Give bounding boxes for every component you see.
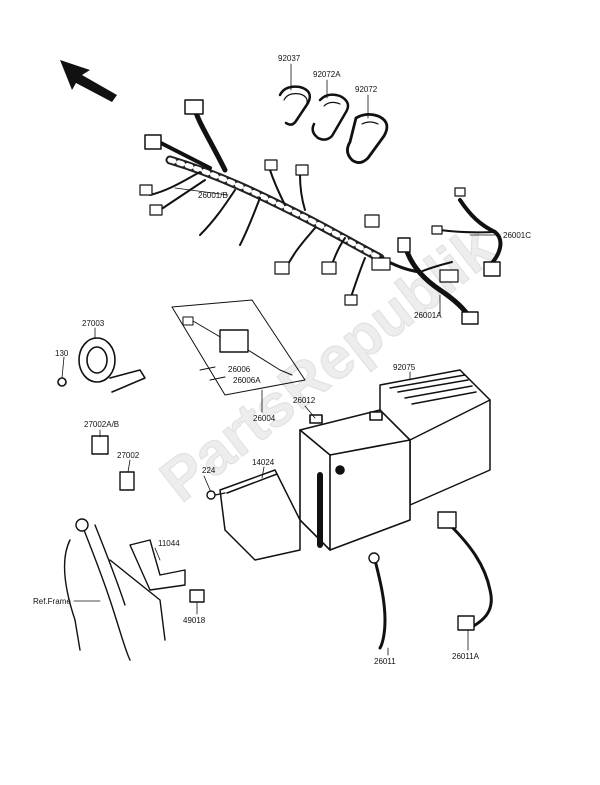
label-26006: 26006	[228, 365, 251, 374]
label-224: 224	[202, 466, 216, 475]
label-26001B: 26001/B	[198, 191, 228, 200]
label-26001C: 26001C	[503, 231, 531, 240]
label-49018: 49018	[183, 616, 206, 625]
label-26004: 26004	[253, 414, 276, 423]
label-26011: 26011	[374, 657, 396, 666]
label-14024: 14024	[252, 458, 275, 467]
label-11044: 11044	[158, 539, 180, 548]
sub-harness-26001A	[397, 237, 479, 325]
label-92072A: 92072A	[313, 70, 341, 79]
clamp-92072	[346, 113, 389, 164]
label-27002: 27002	[117, 451, 140, 460]
relay-27002AB	[91, 435, 109, 455]
frame-reference	[63, 518, 166, 661]
label-27002AB: 27002A/B	[84, 420, 119, 429]
front-direction-arrow	[60, 60, 117, 102]
leader-lines	[61, 63, 501, 656]
label-26012: 26012	[293, 396, 316, 405]
label-ref-frame: Ref.Frame	[33, 597, 71, 606]
label-26001A: 26001A	[414, 311, 442, 320]
label-92072: 92072	[355, 85, 378, 94]
label-26011A: 26011A	[452, 652, 480, 661]
sub-harness-26001C	[431, 187, 503, 277]
bracket-11044	[129, 539, 186, 591]
label-92075: 92075	[393, 363, 416, 372]
battery-26012	[299, 409, 411, 551]
label-26006A: 26006A	[233, 376, 261, 385]
cover-14024	[219, 469, 301, 561]
label-27003: 27003	[82, 319, 105, 328]
clamp-92072A	[311, 93, 350, 141]
label-130: 130	[55, 349, 69, 358]
screw-224	[206, 490, 226, 500]
clamp-92037	[278, 85, 311, 126]
relay-27002	[119, 471, 135, 491]
relay-assembly-26004	[171, 299, 306, 396]
clip-49018	[189, 589, 205, 603]
cable-26011A	[437, 511, 493, 631]
horn-27003	[57, 337, 146, 393]
label-92037: 92037	[278, 54, 301, 63]
cable-26011	[368, 552, 387, 650]
main-wiring-harness	[139, 99, 422, 306]
